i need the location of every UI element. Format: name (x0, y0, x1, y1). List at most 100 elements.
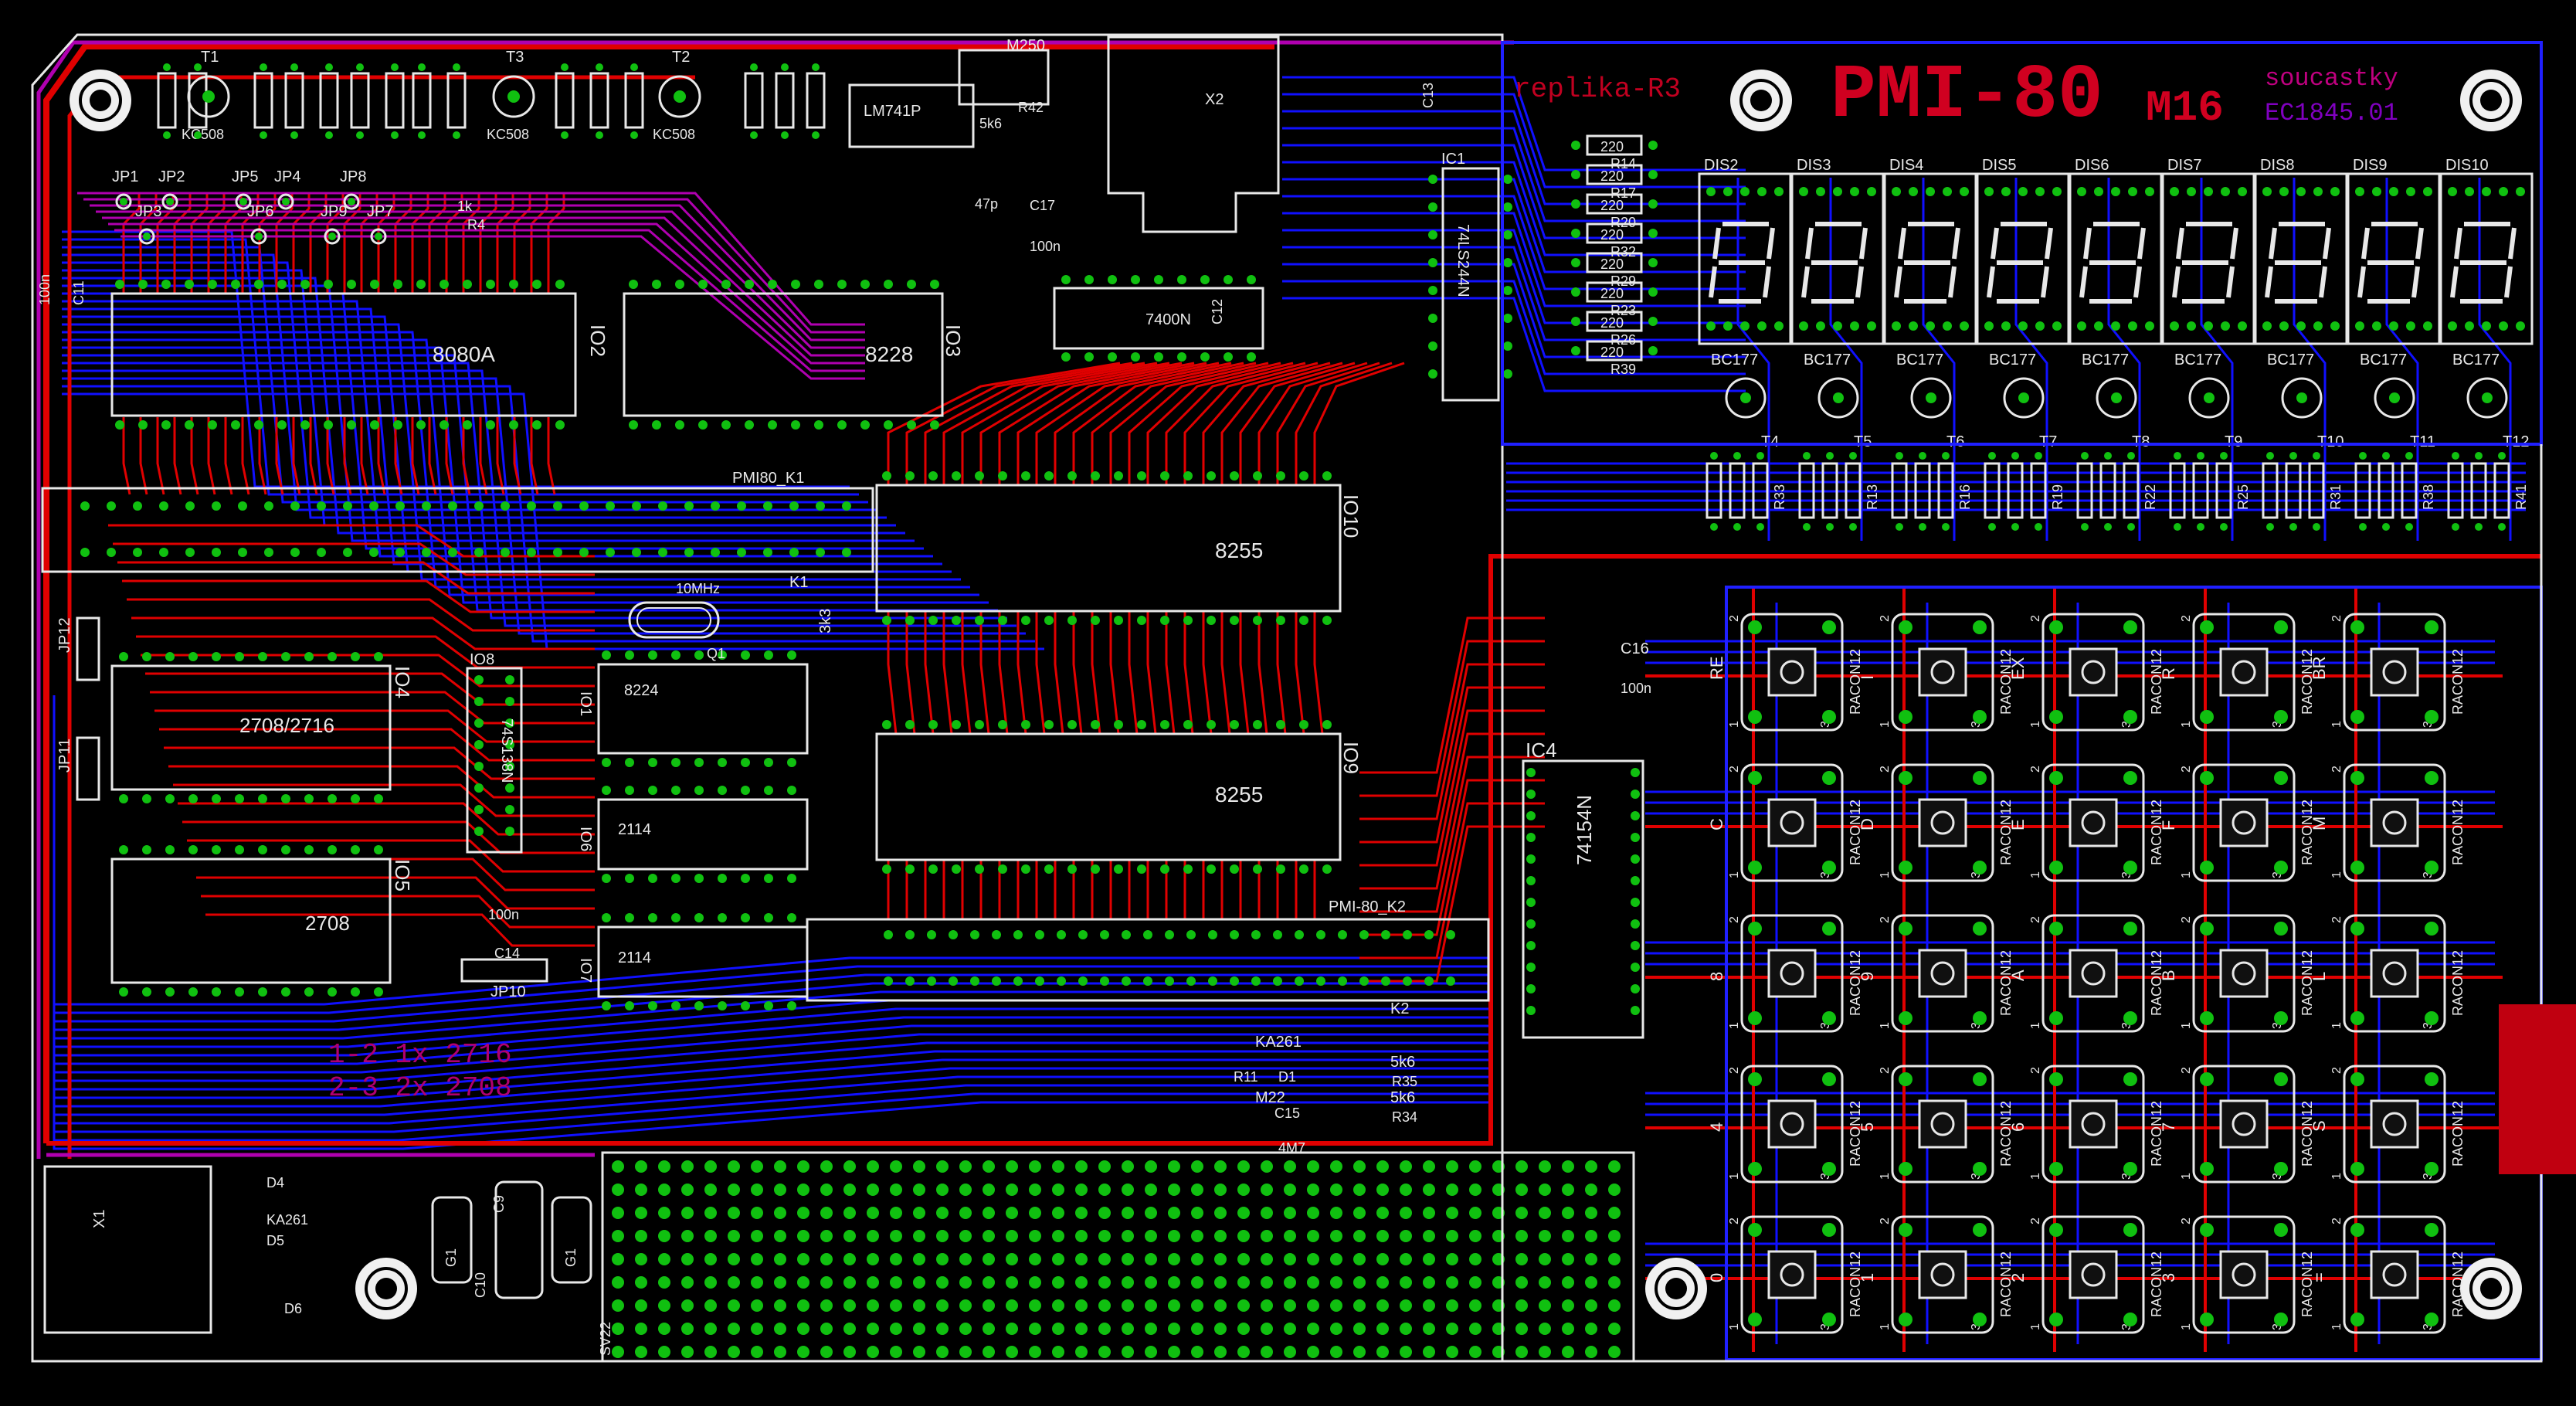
pad (1748, 710, 1762, 724)
svg-text:IO5: IO5 (391, 859, 414, 891)
pin-number: 2 (2029, 1218, 2042, 1224)
pad (2197, 452, 2204, 460)
pin-number: 3 (1819, 871, 1832, 878)
pad (1942, 452, 1950, 460)
pad (1098, 1346, 1111, 1358)
pad (1075, 1160, 1088, 1173)
pad (1052, 1299, 1064, 1312)
transistor (1910, 377, 1952, 419)
jumper-label: JP10 (490, 983, 526, 1000)
label-d5-ka: KA261 (266, 1212, 308, 1228)
pad (1091, 471, 1100, 481)
resistor (2493, 462, 2510, 519)
pad (998, 720, 1007, 729)
key-label: M (2310, 817, 2329, 830)
pad (814, 280, 823, 289)
pin-number: 3 (2422, 1022, 2435, 1029)
pad (1091, 720, 1100, 729)
transistor (2096, 377, 2137, 419)
pad (142, 987, 151, 997)
resistor (2377, 462, 2394, 519)
pad (328, 233, 336, 240)
pad (741, 758, 750, 767)
pad (347, 420, 356, 430)
pad (1943, 187, 1952, 196)
segment (2361, 227, 2370, 260)
pad (1400, 1253, 1412, 1265)
resistor-value: 220 (1600, 227, 1624, 243)
pad (741, 786, 750, 795)
pad (1608, 1253, 1621, 1265)
pad (422, 501, 431, 511)
pad (774, 1253, 786, 1265)
trace-top (1359, 663, 1545, 820)
transistor-ref: T8 (2132, 433, 2150, 450)
pad (561, 131, 568, 139)
pad (774, 1184, 786, 1196)
pad (1446, 930, 1455, 939)
jumper-ring (324, 228, 341, 245)
pad (1400, 1323, 1412, 1335)
pad (1168, 1346, 1180, 1358)
display-label: DIS5 (1982, 157, 2016, 174)
pin-number: 2 (1728, 766, 1741, 773)
pad (1973, 1072, 1987, 1086)
key-switch (1891, 1065, 1994, 1184)
resistor-ref: R41 (2513, 484, 2529, 510)
pad (1075, 1299, 1088, 1312)
pad (1585, 1299, 1597, 1312)
ic-eprom-2716: 2708/2716 IO4 (110, 664, 414, 791)
pad (774, 1230, 786, 1242)
key-center (1930, 660, 1955, 684)
pad (2313, 321, 2323, 331)
label-r5: 5k6 (979, 116, 1002, 131)
key-label: A (2008, 970, 2028, 981)
pad (1973, 1223, 1987, 1237)
pad (1899, 1223, 1912, 1237)
seven-seg-display (2161, 172, 2255, 345)
component-body (555, 72, 575, 129)
pad (1428, 341, 1437, 351)
segment (1855, 266, 1864, 298)
pad (625, 913, 634, 922)
pad (188, 987, 198, 997)
pad (959, 1299, 972, 1312)
seven-seg-display (1790, 172, 1885, 345)
pad (2279, 187, 2289, 196)
pin-number: 1 (2330, 1323, 2344, 1330)
pin-number: 1 (2180, 1022, 2193, 1029)
pad (1251, 930, 1261, 939)
key-center (2232, 1262, 2256, 1287)
pad (890, 1346, 902, 1358)
resistor-value: 220 (1600, 286, 1624, 301)
transistor (2374, 377, 2415, 419)
segment (2411, 266, 2420, 298)
resistor (2192, 462, 2209, 519)
pad (745, 420, 754, 430)
pad (264, 501, 273, 511)
pad (351, 794, 360, 803)
key-cap (2370, 1099, 2419, 1149)
pad (718, 874, 727, 883)
pad (1585, 1230, 1597, 1242)
pad (1276, 720, 1285, 729)
pad (774, 1276, 786, 1289)
pad (2296, 321, 2306, 331)
pad (235, 794, 244, 803)
transistor-type: BC177 (2174, 352, 2221, 368)
pad (2423, 321, 2432, 331)
pad (370, 280, 379, 289)
pad (448, 501, 457, 511)
pad (1428, 286, 1437, 295)
pad (1648, 258, 1658, 267)
label-c12: C12 (1210, 299, 1225, 324)
pad (1052, 1346, 1064, 1358)
pad (486, 280, 495, 289)
display-label: DIS8 (2260, 157, 2294, 174)
pad (1098, 1184, 1111, 1196)
svg-text:K2: K2 (1390, 1000, 1409, 1017)
pad (1276, 616, 1285, 625)
pad (369, 501, 378, 511)
pad (1571, 229, 1580, 238)
